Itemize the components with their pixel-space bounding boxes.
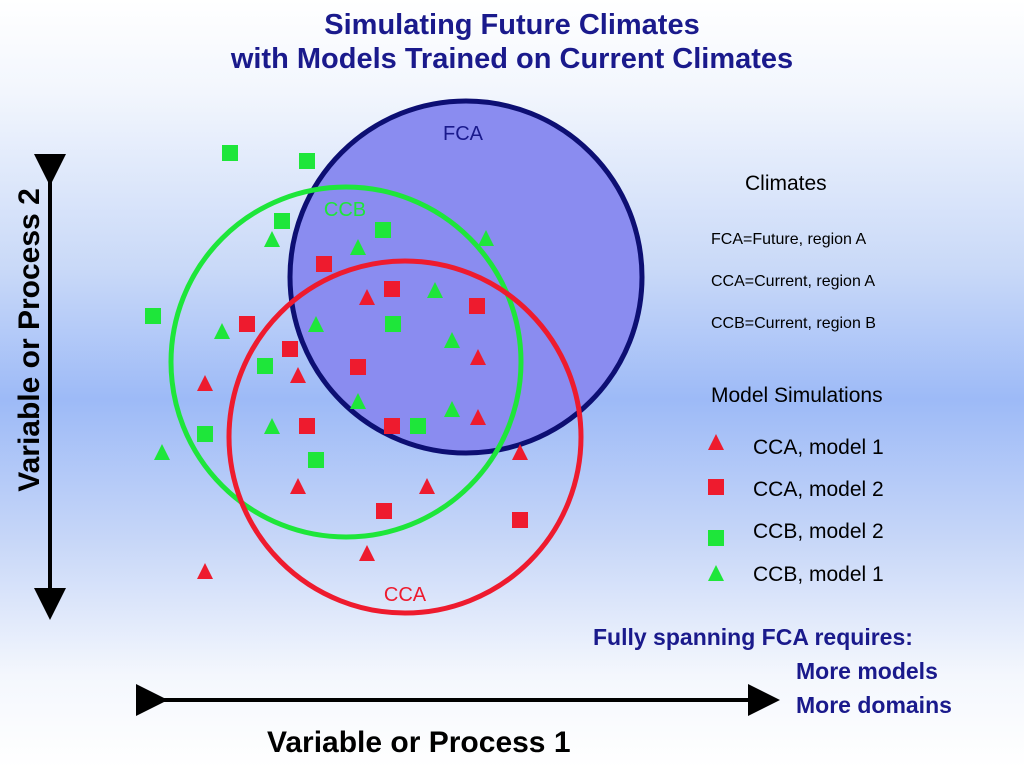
x-axis-label: Variable or Process 1: [267, 726, 571, 759]
red-square-marker-icon: [384, 418, 400, 434]
note-line-3: More domains: [796, 692, 952, 718]
climates-heading: Climates: [745, 172, 827, 195]
green-square-marker-icon: [308, 452, 324, 468]
diagram-title: Simulating Future Climates with Models T…: [0, 8, 1024, 76]
green-square-marker-icon: [197, 426, 213, 442]
green-triangle-marker-icon: [478, 230, 494, 246]
red-triangle-marker-icon: [512, 444, 528, 460]
legend-green-square-icon: [708, 530, 724, 546]
green-square-marker-icon: [145, 308, 161, 324]
red-triangle-marker-icon: [290, 367, 306, 383]
red-triangle-marker-icon: [197, 563, 213, 579]
title-line-2: with Models Trained on Current Climates: [230, 43, 794, 75]
green-triangle-marker-icon: [427, 282, 443, 298]
red-triangle-marker-icon: [290, 478, 306, 494]
green-square-marker-icon: [385, 316, 401, 332]
y-axis-label: Variable or Process 2: [13, 188, 46, 492]
red-square-marker-icon: [299, 418, 315, 434]
red-triangle-marker-icon: [419, 478, 435, 494]
red-square-marker-icon: [384, 281, 400, 297]
fca-circle-label: FCA: [443, 123, 484, 145]
red-triangle-marker-icon: [470, 409, 486, 425]
simulation-markers: [145, 145, 528, 579]
red-square-marker-icon: [282, 341, 298, 357]
green-triangle-marker-icon: [214, 323, 230, 339]
green-triangle-marker-icon: [308, 316, 324, 332]
green-square-marker-icon: [274, 213, 290, 229]
legend-label-cca-model-1: CCA, model 1: [753, 436, 884, 459]
green-square-marker-icon: [257, 358, 273, 374]
legend-label-ccb-model-1: CCB, model 1: [753, 563, 884, 586]
model-simulations-heading: Model Simulations: [711, 384, 883, 407]
red-square-marker-icon: [350, 359, 366, 375]
legend-red-square-icon: [708, 479, 724, 495]
green-triangle-marker-icon: [444, 401, 460, 417]
legend-label-cca-model-2: CCA, model 2: [753, 478, 884, 501]
green-triangle-marker-icon: [350, 393, 366, 409]
green-triangle-marker-icon: [350, 239, 366, 255]
climate-def-ccb: CCB=Current, region B: [711, 315, 876, 332]
green-triangle-marker-icon: [264, 418, 280, 434]
green-square-marker-icon: [299, 153, 315, 169]
red-square-marker-icon: [316, 256, 332, 272]
green-triangle-marker-icon: [444, 332, 460, 348]
climate-def-cca: CCA=Current, region A: [711, 273, 876, 290]
red-triangle-marker-icon: [470, 349, 486, 365]
green-square-marker-icon: [222, 145, 238, 161]
red-triangle-marker-icon: [359, 545, 375, 561]
cca-circle: [226, 258, 584, 616]
red-square-marker-icon: [469, 298, 485, 314]
note-line-2: More models: [796, 658, 938, 684]
red-square-marker-icon: [376, 503, 392, 519]
red-square-marker-icon: [239, 316, 255, 332]
red-triangle-marker-icon: [359, 289, 375, 305]
fca-circle: [287, 98, 645, 456]
climate-def-fca: FCA=Future, region A: [711, 231, 867, 248]
green-square-marker-icon: [410, 418, 426, 434]
ccb-circle-label: CCB: [324, 199, 366, 221]
legend-red-triangle-icon: [708, 434, 724, 450]
green-triangle-marker-icon: [154, 444, 170, 460]
legend-green-triangle-icon: [708, 565, 724, 581]
green-triangle-marker-icon: [264, 231, 280, 247]
legend-label-ccb-model-2: CCB, model 2: [753, 520, 884, 543]
note-line-1: Fully spanning FCA requires:: [593, 624, 913, 650]
title-line-1: Simulating Future Climates: [324, 9, 700, 41]
green-square-marker-icon: [375, 222, 391, 238]
ccb-circle: [168, 184, 524, 540]
red-triangle-marker-icon: [197, 375, 213, 391]
red-square-marker-icon: [512, 512, 528, 528]
cca-circle-label: CCA: [384, 584, 427, 606]
